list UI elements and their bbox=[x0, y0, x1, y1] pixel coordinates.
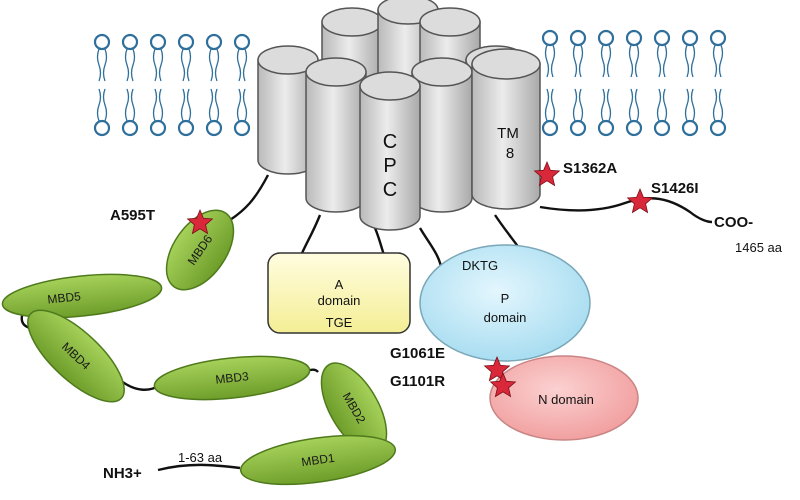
lipid-molecule bbox=[205, 33, 223, 82]
mutation-label-s1362a: S1362A bbox=[563, 160, 617, 177]
loop-to-p-domain-left bbox=[418, 227, 444, 273]
cpc-letter-3: C bbox=[383, 179, 397, 201]
lipid-molecule bbox=[177, 33, 195, 82]
lipid-molecule bbox=[681, 88, 699, 137]
c-terminus-label: COO- bbox=[714, 214, 753, 231]
lipid-molecule bbox=[121, 88, 139, 137]
lipid-molecule bbox=[625, 29, 643, 78]
lipid-molecule bbox=[709, 88, 727, 137]
transmembrane-helices bbox=[257, 0, 541, 231]
mbd3-label: MBD3 bbox=[215, 369, 250, 386]
mbd2: MBD2 bbox=[320, 362, 388, 454]
lipid-molecule bbox=[177, 88, 195, 137]
loop-to-mbd6 bbox=[229, 174, 270, 221]
lipid-molecule bbox=[93, 88, 111, 137]
tm8-label-line2: 8 bbox=[506, 145, 514, 162]
mutation-star-a595t bbox=[186, 208, 214, 235]
lipid-molecule bbox=[681, 29, 699, 78]
lipid-molecule bbox=[625, 88, 643, 137]
mbd1: MBD1 bbox=[239, 434, 397, 486]
lipid-molecule bbox=[541, 88, 559, 137]
mutation-label-a595t: A595T bbox=[110, 207, 155, 224]
cpc-letter-2: P bbox=[383, 155, 396, 177]
p-domain: DKTG P domain bbox=[419, 244, 591, 362]
mbd5: MBD5 bbox=[1, 273, 163, 319]
n-domain: N domain bbox=[489, 355, 639, 441]
n-domain-label: N domain bbox=[538, 392, 594, 407]
lipid-molecule bbox=[233, 88, 251, 137]
lipid-molecule bbox=[541, 29, 559, 78]
cpc-letter-1: C bbox=[383, 131, 397, 153]
a-domain: A domain TGE bbox=[267, 252, 411, 334]
n-terminal-tail bbox=[157, 463, 241, 472]
lipid-molecule bbox=[569, 88, 587, 137]
metal-binding-domains: MBD6 MBD5 MBD4 MBD3 MBD2 MBD1 bbox=[1, 209, 397, 486]
tm-helix-front-1 bbox=[305, 57, 367, 213]
mbd1-label: MBD1 bbox=[301, 451, 336, 470]
lipid-molecule bbox=[653, 88, 671, 137]
lipid-molecule bbox=[709, 29, 727, 78]
dktg-motif-label: DKTG bbox=[462, 258, 498, 273]
c-terminal-tail bbox=[539, 197, 713, 224]
lipid-molecule bbox=[121, 33, 139, 82]
loop-to-a-domain-left bbox=[298, 214, 322, 259]
lipid-molecule bbox=[653, 29, 671, 78]
lipid-bilayer-right bbox=[541, 29, 727, 137]
n-terminus-label: NH3+ bbox=[103, 465, 142, 482]
mbd3: MBD3 bbox=[153, 355, 311, 401]
mbd6: MBD6 bbox=[165, 209, 235, 291]
mbd5-label: MBD5 bbox=[47, 289, 82, 306]
mutation-star-g1101r bbox=[489, 371, 517, 398]
mutation-star-s1362a bbox=[533, 160, 561, 187]
c-terminus-length: 1465 aa bbox=[735, 240, 783, 255]
tm-helix-cpc bbox=[359, 71, 421, 231]
lipid-molecule bbox=[569, 29, 587, 78]
p-domain-label-line2: domain bbox=[484, 310, 527, 325]
lipid-molecule bbox=[93, 33, 111, 82]
lipid-molecule bbox=[597, 88, 615, 137]
mutation-markers bbox=[186, 160, 654, 398]
mutation-label-s1426i: S1426I bbox=[651, 180, 699, 197]
lipid-molecule bbox=[233, 33, 251, 82]
mbd4: MBD4 bbox=[27, 309, 125, 403]
lipid-molecule bbox=[597, 29, 615, 78]
tm8-label-line1: TM bbox=[497, 125, 519, 142]
mutation-label-g1101r: G1101R bbox=[390, 373, 445, 390]
mutation-label-g1061e: G1061E bbox=[390, 345, 445, 362]
lipid-molecule bbox=[149, 88, 167, 137]
lipid-molecule bbox=[205, 88, 223, 137]
tge-motif-label: TGE bbox=[326, 315, 353, 330]
cpc-motif-label: C P C bbox=[383, 131, 397, 201]
p-domain-label-line1: P bbox=[501, 291, 510, 306]
tm-helix-8 bbox=[471, 48, 541, 210]
lipid-bilayer-left bbox=[93, 33, 251, 137]
tm-helix-front-2 bbox=[411, 57, 473, 213]
a-domain-label-line1: A bbox=[335, 277, 344, 292]
n-terminus-range: 1-63 aa bbox=[178, 450, 223, 465]
mutation-star-s1426i bbox=[626, 187, 654, 214]
a-domain-label-line2: domain bbox=[318, 293, 361, 308]
lipid-molecule bbox=[149, 33, 167, 82]
